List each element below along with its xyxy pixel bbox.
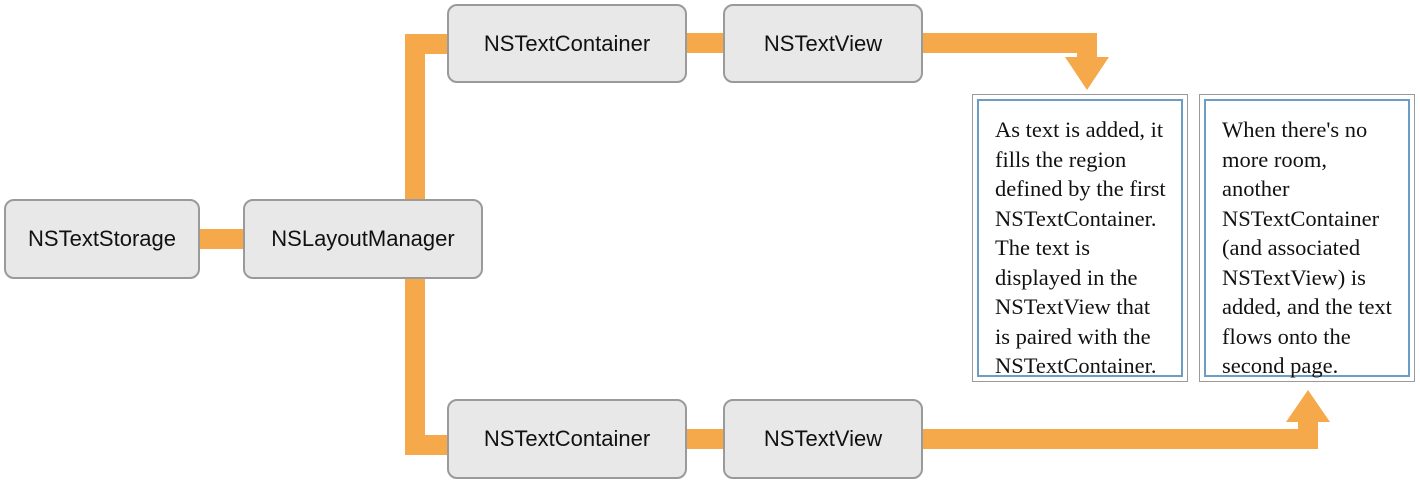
- connector-layoutmanager-to-top-container: [405, 34, 452, 239]
- node-nstextview-bottom[interactable]: NSTextView: [723, 399, 923, 479]
- connector-bottom-container-to-bottom-textview: [683, 429, 727, 449]
- connector-top-container-to-top-textview: [683, 33, 727, 53]
- connector-storage-to-layoutmanager: [196, 229, 248, 249]
- node-nstextcontainer-bottom[interactable]: NSTextContainer: [447, 399, 687, 479]
- node-label: NSLayoutManager: [271, 226, 455, 251]
- node-label: NSTextContainer: [483, 426, 651, 451]
- arrowhead-up-icon: [1286, 390, 1330, 422]
- page-text-second: When there's no more room, another NSTex…: [1222, 117, 1392, 378]
- node-label: NSTextView: [763, 30, 883, 56]
- connector-layoutmanager-to-bottom-container: [405, 239, 452, 455]
- connector-up-shaft: [1298, 418, 1318, 449]
- node-label: NSTextView: [763, 426, 883, 451]
- node-nstextcontainer-top[interactable]: NSTextContainer: [447, 4, 687, 83]
- node-nstextstorage[interactable]: NSTextStorage: [4, 199, 200, 279]
- node-label: NSTextStorage: [28, 226, 176, 251]
- page-box-second: When there's no more room, another NSTex…: [1199, 94, 1415, 382]
- connector-top-textview-to-first-page-shaft: [919, 33, 1097, 62]
- node-nslayoutmanager[interactable]: NSLayoutManager: [243, 199, 483, 279]
- node-nstextview-top[interactable]: NSTextView: [723, 4, 923, 83]
- page-inner-second: When there's no more room, another NSTex…: [1204, 99, 1410, 378]
- arrowhead-down-icon: [1065, 57, 1109, 90]
- connector-bottom-textview-to-second-page-shaft: [919, 418, 1318, 449]
- page-text-first: As text is added, it fills the region de…: [995, 117, 1166, 378]
- page-inner-first: As text is added, it fills the region de…: [977, 99, 1183, 378]
- connector-down-shaft: [1077, 33, 1097, 61]
- node-label: NSTextContainer: [483, 30, 651, 56]
- page-box-first: As text is added, it fills the region de…: [972, 94, 1188, 382]
